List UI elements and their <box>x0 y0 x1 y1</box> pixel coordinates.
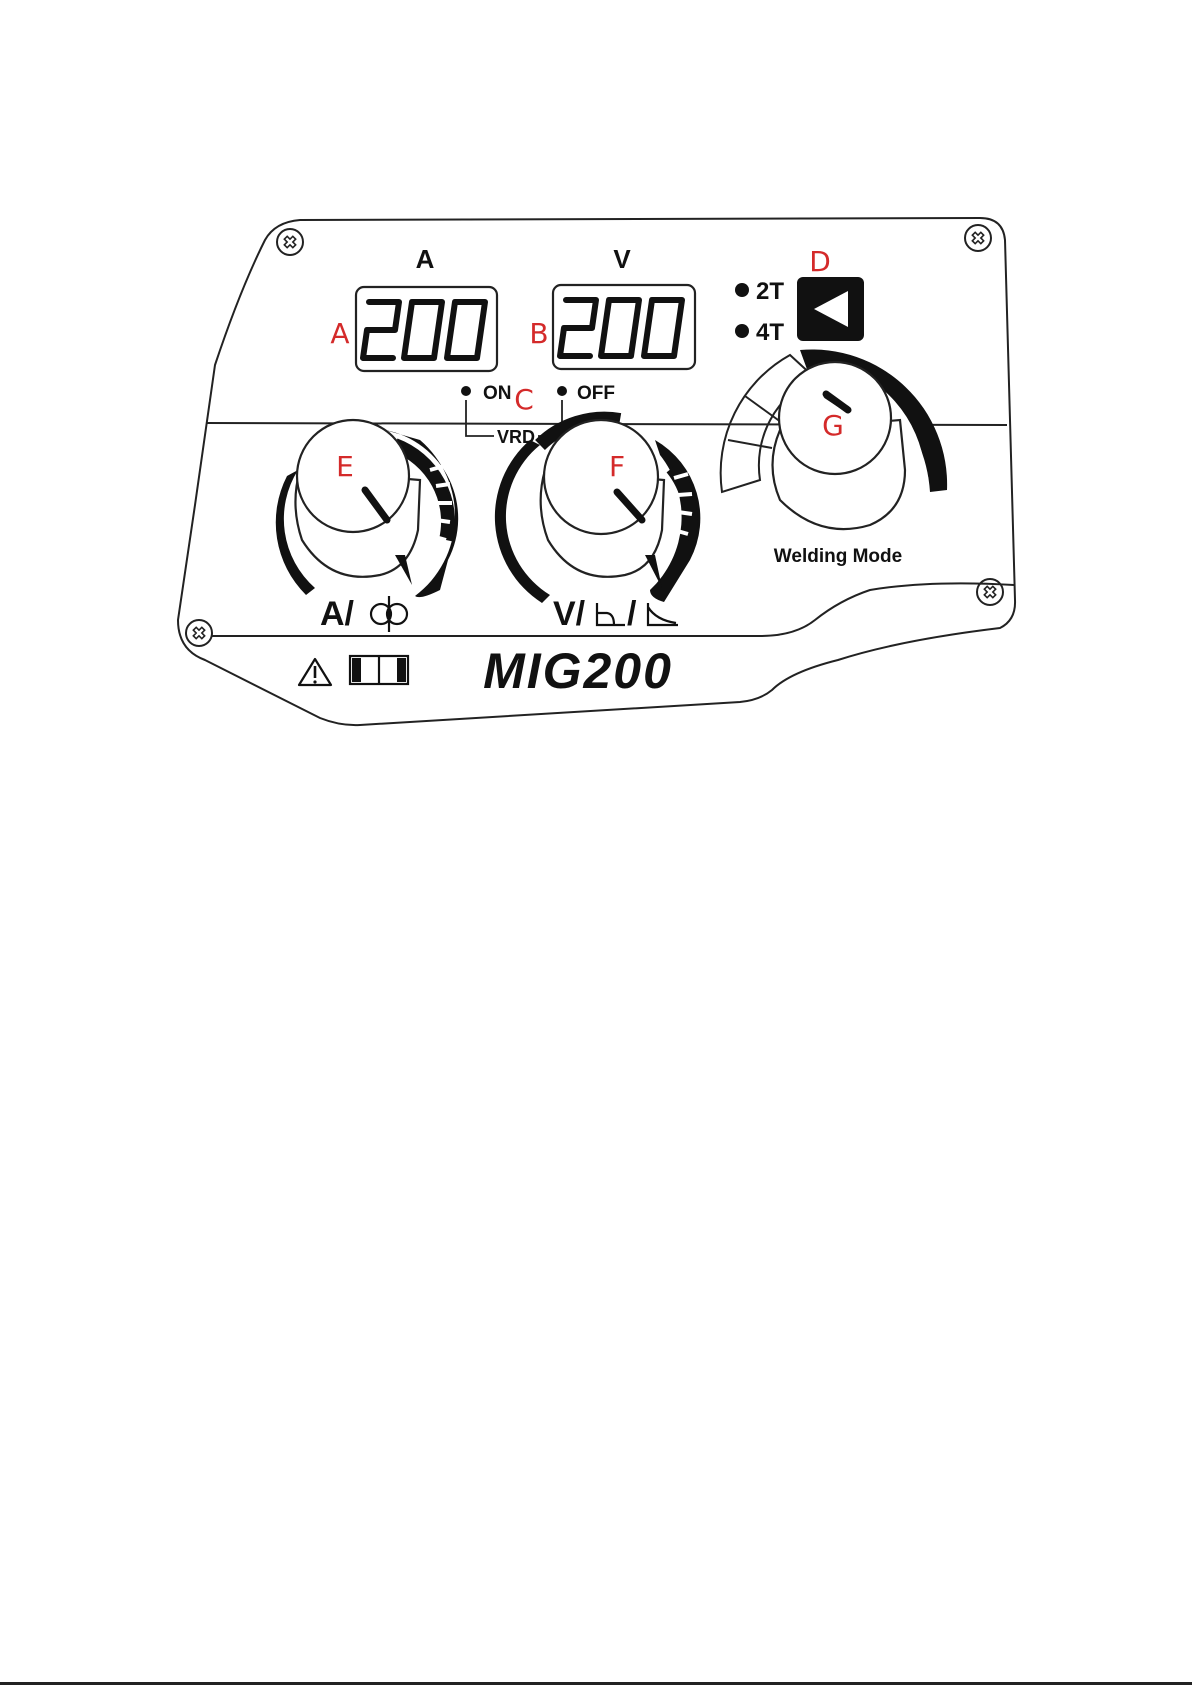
option-4t-label: 4T <box>756 319 784 346</box>
amps-knob-label: A/ <box>320 595 355 633</box>
wire-spool-icon <box>371 596 407 632</box>
model-name: MIG200 <box>483 643 673 699</box>
screw-icon <box>186 620 212 646</box>
vrd-on-led <box>461 386 471 396</box>
callout-d: D <box>809 245 831 278</box>
power-switch-icon[interactable] <box>350 656 408 684</box>
volts-display <box>553 285 695 369</box>
callout-c: C <box>514 383 534 416</box>
vrd-on-label: ON <box>483 383 512 404</box>
screw-icon <box>277 229 303 255</box>
welding-mode-label: Welding Mode <box>774 546 902 567</box>
voltage-knob[interactable] <box>541 420 664 588</box>
led-2t <box>735 283 749 297</box>
callout-e: E <box>336 450 354 483</box>
amps-display-title: A <box>416 244 435 274</box>
volts-knob-label: V/ <box>553 595 586 633</box>
callout-a: A <box>330 317 349 350</box>
vrd-off-led <box>557 386 567 396</box>
callout-g: G <box>822 409 844 442</box>
wire-speed-knob-label: A/ <box>320 595 407 633</box>
warning-triangle-icon <box>299 659 331 685</box>
fillet-weld-icon <box>597 603 625 625</box>
trigger-mode-selector: 2T 4T <box>735 278 784 346</box>
voltage-knob-label: V/ / <box>553 595 678 633</box>
callout-f: F <box>609 450 625 483</box>
fillet-weld-icon <box>648 603 678 625</box>
trigger-mode-button[interactable] <box>797 277 864 341</box>
option-2t-label: 2T <box>756 278 784 305</box>
screw-icon <box>965 225 991 251</box>
led-4t <box>735 324 749 338</box>
volts-display-title: V <box>613 244 631 274</box>
callout-b: B <box>529 317 548 350</box>
slash-separator: / <box>627 595 637 633</box>
vrd-off-label: OFF <box>577 383 615 404</box>
amps-display <box>356 287 497 371</box>
